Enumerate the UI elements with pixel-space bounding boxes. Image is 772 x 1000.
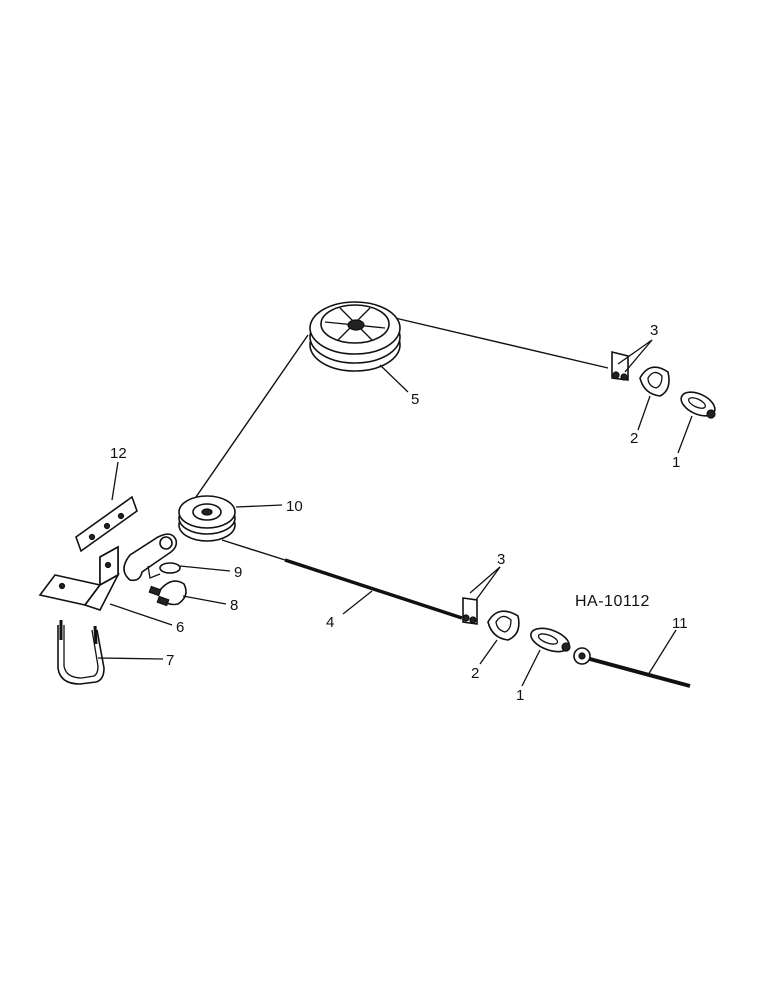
cable-lower-thin	[221, 539, 286, 561]
leader-3a-2	[624, 339, 653, 373]
mounting-plate	[75, 495, 138, 553]
shackle-upper	[680, 391, 716, 419]
leader-3a-1	[617, 339, 653, 365]
cable-diagonal	[186, 334, 309, 511]
callout-2-lower: 2	[471, 665, 479, 682]
callout-10: 10	[286, 498, 303, 515]
large-pulley	[309, 301, 401, 372]
callout-12: 12	[110, 445, 127, 462]
thimble-upper	[639, 366, 670, 397]
callout-5: 5	[411, 391, 419, 408]
callout-6: 6	[176, 619, 184, 636]
leader-6	[109, 603, 173, 626]
cable-lower-thick	[284, 558, 463, 620]
callout-7: 7	[166, 652, 174, 669]
leader-3b-1	[469, 566, 501, 594]
leader-1a	[677, 415, 693, 454]
cable-clip-lower	[462, 597, 478, 625]
callout-2-upper: 2	[630, 430, 638, 447]
leader-12	[111, 461, 119, 501]
u-bolt	[57, 620, 105, 685]
leader-9	[179, 565, 231, 572]
leader-4	[342, 590, 373, 615]
callout-1-lower: 1	[516, 687, 524, 704]
angle-bracket	[38, 545, 120, 611]
eye-bolt	[573, 647, 691, 688]
leader-11	[647, 629, 677, 676]
shackle-lower	[530, 627, 571, 653]
callout-3-upper: 3	[650, 322, 658, 339]
leader-8	[182, 595, 227, 605]
leader-7	[97, 657, 164, 660]
cable-upper	[394, 317, 609, 369]
small-pulley	[178, 495, 236, 542]
leader-5	[379, 364, 409, 393]
callout-4: 4	[326, 614, 334, 631]
drawing-code: HA-10112	[575, 593, 650, 610]
callout-11: 11	[672, 615, 688, 632]
leader-1b	[521, 649, 541, 687]
leader-3b-2	[475, 566, 501, 601]
callout-9: 9	[234, 564, 242, 581]
clevis	[148, 580, 187, 607]
thimble-lower	[487, 610, 520, 641]
chain-link	[123, 533, 181, 582]
leader-2b	[479, 639, 498, 665]
callout-8: 8	[230, 597, 238, 614]
leader-2a	[637, 395, 651, 431]
callout-1-upper: 1	[672, 454, 680, 471]
cable-clip-upper	[611, 350, 629, 381]
leader-10	[235, 504, 283, 508]
callout-3-lower: 3	[497, 551, 505, 568]
